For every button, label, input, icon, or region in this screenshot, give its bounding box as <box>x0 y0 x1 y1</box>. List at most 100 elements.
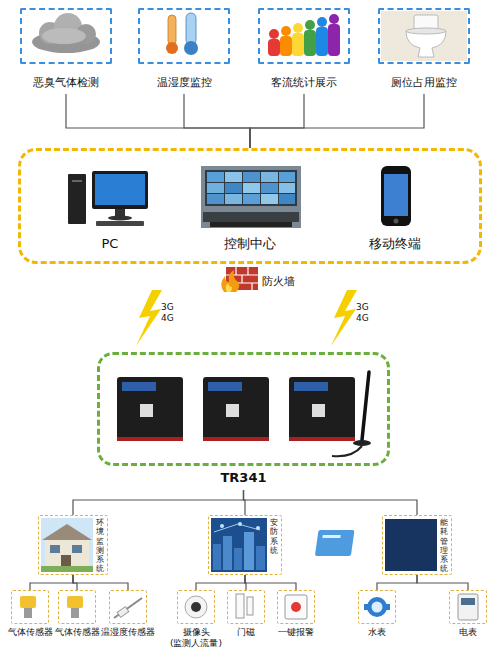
door-sensor-icon <box>236 594 253 618</box>
label-text: 3G 4G <box>356 302 370 324</box>
water-meter-icon <box>372 602 383 613</box>
environment-photo <box>45 538 89 568</box>
tree-connector <box>245 575 296 590</box>
people-icon <box>281 26 291 36</box>
people-icon <box>280 36 292 56</box>
phone-icon <box>394 219 399 224</box>
node-caption: 电表 <box>448 627 488 638</box>
environment-photo <box>50 545 60 553</box>
security-photo <box>213 544 221 570</box>
energy-photo <box>385 519 437 571</box>
people-icon <box>305 20 315 30</box>
control-room-icon <box>243 194 260 204</box>
water-meter-icon <box>386 604 390 610</box>
antenna-symbol <box>362 372 369 440</box>
phone-icon <box>381 166 411 226</box>
tree-connector <box>73 575 128 590</box>
people-icon <box>269 29 279 39</box>
lightning-symbol <box>136 290 162 346</box>
tree-connector <box>184 94 250 148</box>
antenna-symbol <box>332 446 362 456</box>
control-room-icon <box>210 222 292 227</box>
pc-icon <box>96 221 144 226</box>
node-caption: 水表 <box>357 627 397 638</box>
gateway-device <box>294 382 328 391</box>
dashed-outline <box>138 8 230 64</box>
dashed-outline <box>177 590 215 624</box>
control-room-icon <box>243 183 260 193</box>
sensor-box: 门磁 <box>226 590 266 648</box>
door-sensor-icon <box>247 597 253 615</box>
alarm-button-icon <box>285 595 307 619</box>
sensor-box: 摄像头 (监测人流量) <box>167 590 225 648</box>
thermometer-icon <box>186 13 196 45</box>
temperature-sensor-icon <box>114 598 142 618</box>
temperature-sensor-icon <box>114 598 142 618</box>
tree-connector <box>417 575 468 590</box>
gas-sensor-icon <box>20 596 83 618</box>
system-box: 安防系统 <box>208 515 282 575</box>
control-room-icon <box>261 194 278 204</box>
people-icon <box>292 33 304 56</box>
toilet-icon <box>414 15 438 29</box>
power-meter-icon <box>458 594 478 620</box>
tree-connector <box>30 575 73 590</box>
control-room-icon <box>203 212 299 222</box>
sensor-box: 一键报警 <box>274 590 318 648</box>
node-caption: 温湿度传感器 <box>100 627 156 638</box>
thermometer-icon <box>184 41 198 55</box>
people-icon <box>293 23 303 33</box>
node-caption: 客流统计展示 <box>258 76 350 89</box>
alarm-button-icon <box>291 602 301 612</box>
gateway-device <box>203 377 269 441</box>
gateway-device <box>117 437 183 441</box>
security-photo <box>223 536 232 570</box>
control-room-icon <box>205 170 297 206</box>
gateway-box: TR341 <box>97 352 390 490</box>
toilet-icon <box>406 31 446 57</box>
dashed-outline <box>11 590 49 624</box>
lightning-symbol <box>136 290 357 346</box>
people-icon <box>304 30 316 56</box>
gateway-device <box>208 382 242 391</box>
control-room-icon <box>225 183 242 193</box>
node-caption: 摄像头 (监测人流量) <box>167 627 225 649</box>
people-icon <box>316 27 328 56</box>
system-box: 能耗管理系统 <box>382 515 452 575</box>
gateway-device <box>312 404 325 417</box>
sensor-box: 气体传感器 <box>54 590 100 648</box>
terminal-item: 移动终端 <box>345 158 445 258</box>
dashed-outline <box>20 8 112 64</box>
camera-icon <box>191 602 201 612</box>
pc-icon <box>92 171 148 209</box>
tree-connector <box>250 94 304 148</box>
people-icon <box>268 14 340 56</box>
pc-icon <box>68 171 148 226</box>
dashed-outline <box>58 590 96 624</box>
sensor-box: 电表 <box>448 590 488 648</box>
toilet-icon <box>381 11 467 61</box>
control-room-icon <box>225 194 242 204</box>
function-box: 厕位占用监控 <box>378 8 470 94</box>
people-icon <box>317 17 327 27</box>
node-caption: 气体传感器 <box>54 627 100 638</box>
system-box: 环境监测系统 <box>38 515 108 575</box>
gateway-device <box>226 404 239 417</box>
environment-photo <box>41 518 93 572</box>
tree-connector <box>66 94 250 148</box>
node-caption: 气体传感器 <box>7 627 53 638</box>
security-photo <box>256 546 265 570</box>
pc-icon <box>72 180 82 182</box>
environment-photo <box>42 524 92 540</box>
firewall-icon <box>221 267 258 292</box>
door-sensor-icon <box>236 594 244 618</box>
control-room-icon <box>279 172 295 182</box>
phone-icon <box>384 174 408 216</box>
control-room-icon <box>279 194 295 204</box>
control-room-icon <box>225 172 242 182</box>
dashed-outline <box>227 590 265 624</box>
